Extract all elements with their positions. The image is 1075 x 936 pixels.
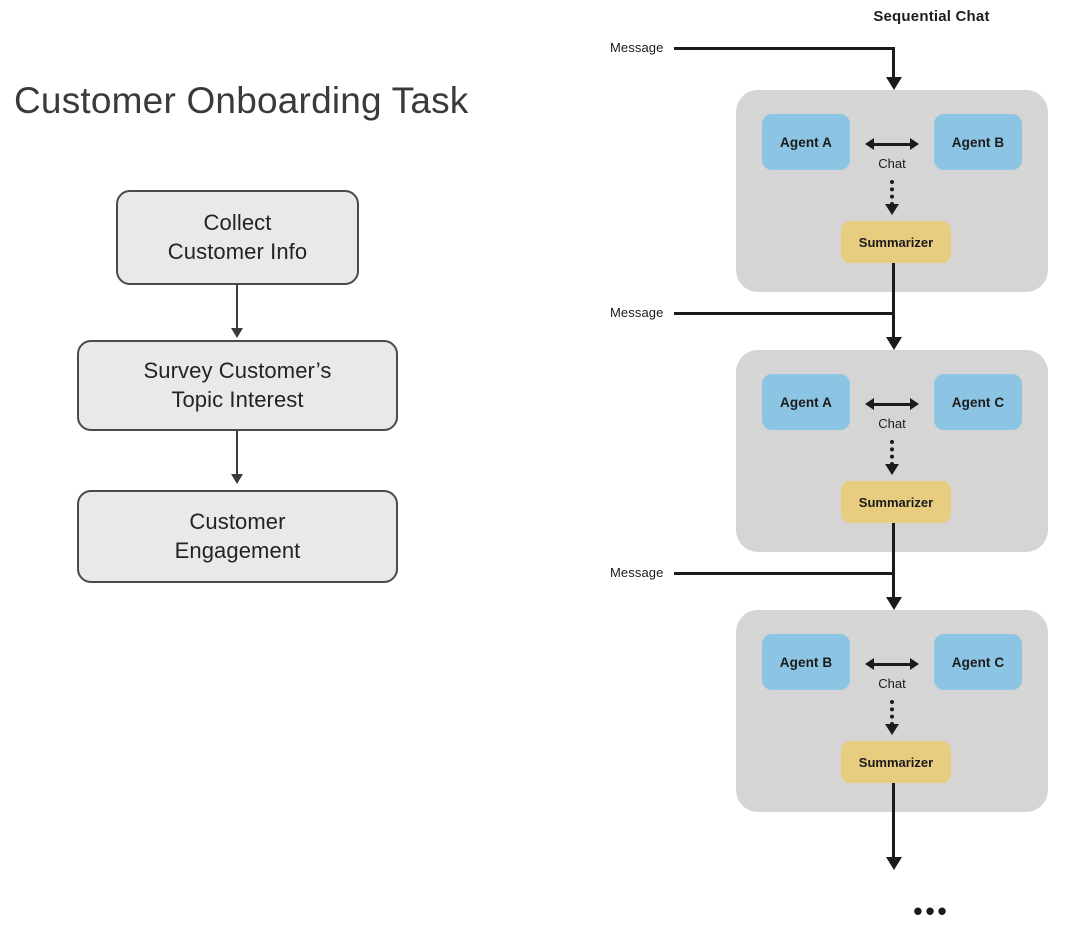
arrow-head-right-2	[910, 398, 919, 410]
chat-group-1: Agent A Agent B Chat Summarizer	[736, 90, 1048, 292]
customer-onboarding-panel: Customer Onboarding Task Collect Custome…	[14, 80, 469, 583]
agent-box-right-1: Agent B	[934, 114, 1022, 170]
page-title: Customer Onboarding Task	[14, 80, 469, 121]
arrow-head-right-3	[910, 658, 919, 670]
chat-label-3: Chat	[878, 676, 906, 691]
dotted-line-2	[890, 440, 894, 466]
arrow-head-left-1	[865, 138, 874, 150]
exit-connector-vertical	[885, 783, 902, 870]
message-label-2: Message	[610, 305, 664, 320]
flow-arrow-down-2	[231, 431, 243, 484]
dotted-line-1	[890, 180, 894, 206]
sequential-chat-title: Sequential Chat	[873, 8, 990, 25]
flow-step-3-line-1: Customer	[189, 509, 286, 535]
chat-bidirectional-arrow-icon-1	[865, 138, 919, 150]
message-connector-horizontal-3	[674, 572, 895, 575]
flow-step-customer-engagement: Customer Engagement	[77, 490, 398, 583]
message-connector-horizontal-2	[674, 312, 895, 315]
flow-step-1-line-2: Customer Info	[167, 238, 308, 264]
message-connector-horizontal-1	[674, 47, 895, 50]
message-label-3: Message	[610, 565, 664, 580]
dotted-arrow-to-summarizer-2	[885, 440, 899, 476]
arrow-shaft-2	[873, 402, 911, 406]
agent-box-right-2: Agent C	[934, 374, 1022, 430]
dotted-arrow-to-summarizer-1	[885, 180, 899, 216]
arrow-head-left-3	[865, 658, 874, 670]
agent-box-left-2: Agent A	[762, 374, 850, 430]
flow-step-1-line-1: Collect	[203, 210, 272, 236]
chat-group-2: Agent A Agent C Chat Summarizer	[736, 350, 1048, 552]
dotted-arrow-head-2	[885, 464, 899, 475]
chat-label-2: Chat	[878, 416, 906, 431]
summarizer-box-1: Summarizer	[841, 221, 951, 263]
summarizer-box-2: Summarizer	[841, 481, 951, 523]
flow-arrow-down-1	[231, 285, 243, 338]
flow-step-2-line-2: Topic Interest	[171, 386, 304, 412]
flow-step-survey-topic-interest: Survey Customer’s Topic Interest	[77, 340, 398, 431]
message-connector-vertical-1	[885, 48, 902, 90]
continuation-ellipsis: •••	[913, 896, 950, 926]
group-connector-vertical-1	[885, 263, 902, 350]
dotted-arrow-head-3	[885, 724, 899, 735]
arrow-head-left-2	[865, 398, 874, 410]
message-label-1: Message	[610, 40, 664, 55]
dotted-line-3	[890, 700, 894, 726]
agent-box-left-1: Agent A	[762, 114, 850, 170]
chat-group-3: Agent B Agent C Chat Summarizer	[736, 610, 1048, 812]
chat-bidirectional-arrow-icon-2	[865, 398, 919, 410]
sequential-chat-panel: Sequential Chat Message Agent A Agent B …	[600, 0, 1075, 936]
agent-box-right-3: Agent C	[934, 634, 1022, 690]
arrow-head-right-1	[910, 138, 919, 150]
summarizer-box-3: Summarizer	[841, 741, 951, 783]
dotted-arrow-to-summarizer-3	[885, 700, 899, 736]
agent-box-left-3: Agent B	[762, 634, 850, 690]
group-connector-vertical-2	[885, 523, 902, 610]
flow-step-2-line-1: Survey Customer’s	[143, 358, 332, 384]
flow-step-collect-customer-info: Collect Customer Info	[116, 190, 359, 285]
flow-step-3-line-2: Engagement	[174, 537, 301, 563]
chat-bidirectional-arrow-icon-3	[865, 658, 919, 670]
chat-label-1: Chat	[878, 156, 906, 171]
arrow-shaft-3	[873, 662, 911, 666]
arrow-shaft-1	[873, 142, 911, 146]
dotted-arrow-head-1	[885, 204, 899, 215]
